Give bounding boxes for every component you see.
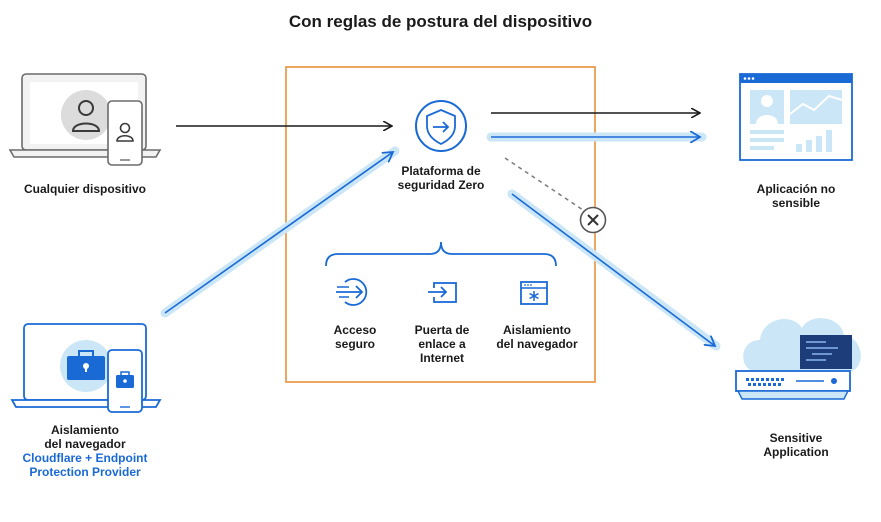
web-app-icon xyxy=(739,73,853,161)
service-label-internet-gateway: Puerta de enlace a Internet xyxy=(392,323,492,365)
platform-label: Plataforma de seguridad Zero xyxy=(371,164,511,192)
secure-access-icon xyxy=(336,278,368,306)
service-label-secure-access-line-2: seguro xyxy=(334,337,375,351)
browser-isolation-icon xyxy=(520,281,548,305)
laptop-phone-icon xyxy=(8,73,162,166)
non-sensitive-app-label: Aplicación no sensible xyxy=(726,182,866,210)
blocked-x-icon xyxy=(579,206,607,234)
non-sensitive-app-label-line-1: Aplicación no xyxy=(756,182,836,196)
shield-icon xyxy=(415,100,467,152)
platform-label-line-2: seguridad Zero xyxy=(397,178,485,192)
managed-device-label-line-2: del navegador xyxy=(44,437,126,451)
internet-gateway-icon xyxy=(428,282,457,303)
sensitive-app-label-line-2: Application xyxy=(763,445,829,459)
service-label-secure-access: Acceso seguro xyxy=(305,323,405,351)
non-sensitive-app-label-line-2: sensible xyxy=(771,196,821,210)
managed-device-label: Aislamiento del navegador Cloudflare + E… xyxy=(0,423,170,479)
managed-device-label-line-1: Aislamiento xyxy=(50,423,119,437)
provider-label-line-2: Protection Provider xyxy=(29,465,141,479)
sensitive-app-label-line-1: Sensitive xyxy=(769,431,823,445)
service-label-browser-isolation: Aislamiento del navegador xyxy=(482,323,592,351)
services-brace xyxy=(325,241,557,267)
flow-arrow-managed-device xyxy=(160,146,400,318)
any-device-label: Cualquier dispositivo xyxy=(23,182,146,196)
platform-label-line-1: Plataforma de xyxy=(401,164,481,178)
diagram-title: Con reglas de postura del dispositivo xyxy=(288,12,593,31)
flow-arrow-sensitive xyxy=(507,189,721,351)
service-label-internet-gateway-line-2: enlace a xyxy=(418,337,466,351)
service-label-internet-gateway-line-3: Internet xyxy=(419,351,464,365)
service-label-browser-isolation-line-1: Aislamiento xyxy=(502,323,571,337)
service-label-internet-gateway-line-1: Puerta de xyxy=(414,323,470,337)
provider-label-line-1: Cloudflare + Endpoint xyxy=(22,451,148,465)
service-label-secure-access-line-1: Acceso xyxy=(333,323,377,337)
service-label-browser-isolation-line-2: del navegador xyxy=(496,337,578,351)
managed-laptop-icon xyxy=(10,323,162,413)
sensitive-app-label: Sensitive Application xyxy=(726,431,866,459)
cloud-server-icon xyxy=(735,318,861,400)
